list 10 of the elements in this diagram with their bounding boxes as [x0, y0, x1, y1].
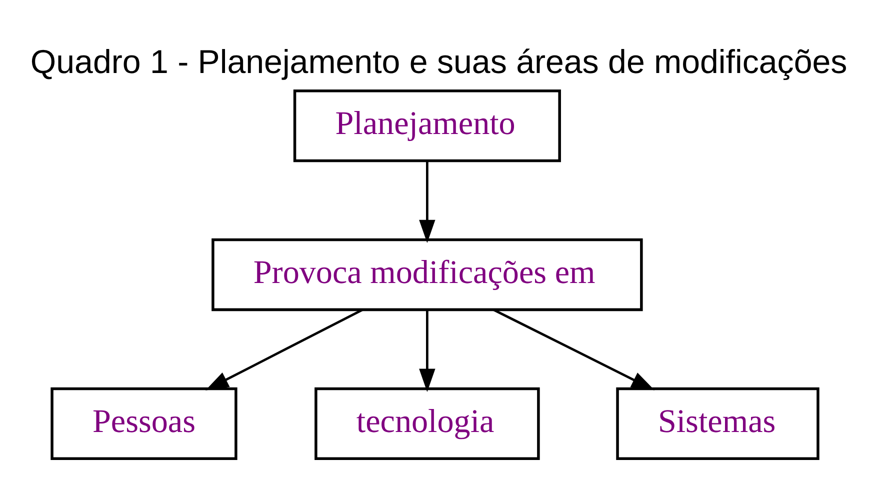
- arrow: [419, 310, 436, 392]
- node-box: Provoca modificações em: [212, 238, 643, 312]
- node-box: tecnologia: [314, 387, 540, 460]
- node-box: Planejamento: [293, 89, 561, 162]
- diagram-title: Quadro 1 - Planejamento e suas áreas de modificações: [30, 44, 848, 82]
- node-box: Sistemas: [616, 387, 820, 460]
- node-box: Pessoas: [50, 387, 238, 460]
- arrow: [493, 308, 655, 390]
- arrow: [205, 308, 363, 390]
- arrow: [419, 161, 436, 244]
